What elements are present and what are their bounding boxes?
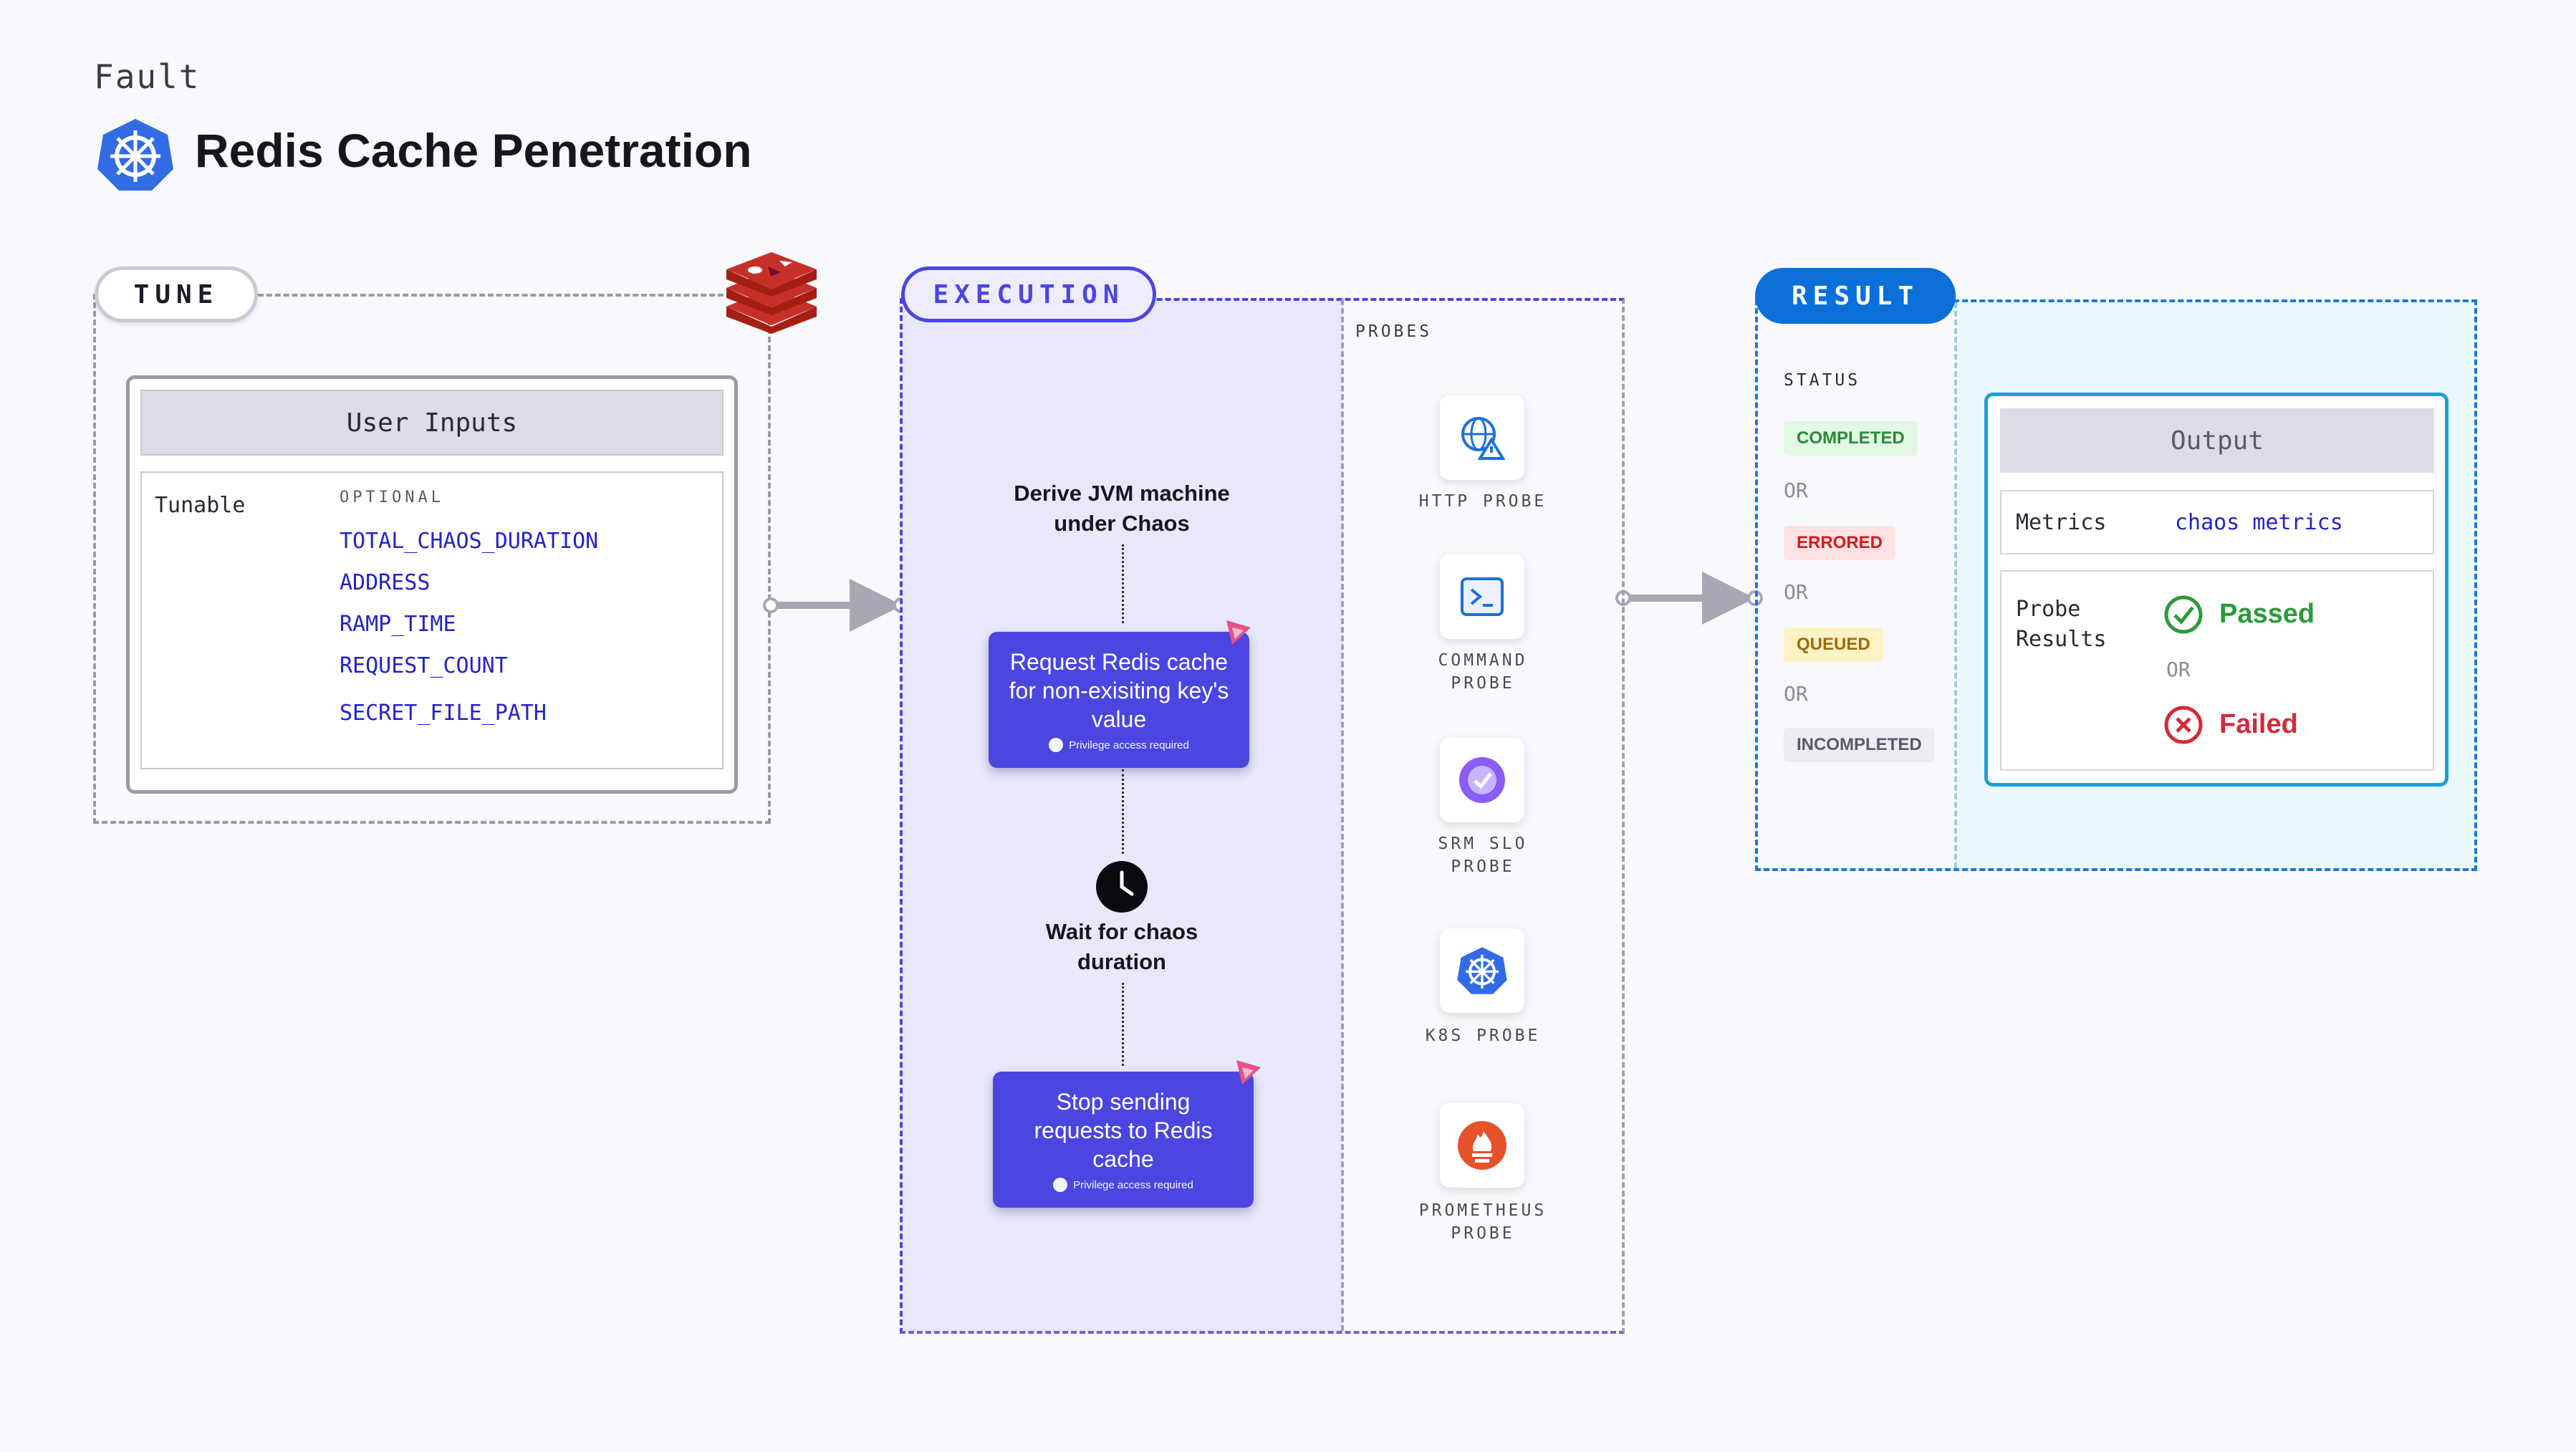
prometheus-probe-card [1440, 1103, 1524, 1188]
status-incompleted-badge: INCOMPLETED [1784, 728, 1935, 762]
step-request-redis: Request Redis cache for non-exisiting ke… [989, 632, 1249, 768]
command-probe-card [1440, 554, 1524, 639]
http-probe-card [1440, 395, 1524, 480]
flow-line-2 [1122, 769, 1124, 854]
metrics-value: chaos metrics [2175, 510, 2343, 535]
param-request-count: REQUEST_COUNT [340, 653, 508, 678]
srm-slo-icon [1459, 757, 1505, 803]
status-errored-badge: ERRORED [1784, 526, 1896, 560]
flow-line-3 [1122, 983, 1124, 1066]
step-derive-jvm: Derive JVM machine under Chaos [1014, 481, 1230, 536]
http-probe-label: HTTP PROBE [1418, 492, 1547, 511]
privilege-note: Privilege access required [1073, 1178, 1193, 1191]
execution-section [900, 298, 1625, 1334]
x-circle-icon [2164, 706, 2203, 744]
kubernetes-icon [1457, 947, 1507, 994]
lock-icon [1053, 1178, 1068, 1192]
tune-top-dash [258, 294, 724, 297]
harness-badge-icon [1236, 1060, 1261, 1085]
user-inputs-title: User Inputs [140, 390, 724, 456]
param-total-chaos-duration: TOTAL_CHAOS_DURATION [340, 529, 599, 554]
metrics-row [2000, 490, 2434, 554]
execution-divider [1341, 299, 1344, 1331]
redis-icon [726, 252, 817, 334]
srm-slo-probe-card [1440, 738, 1524, 822]
tune-section [93, 294, 771, 824]
param-address: ADDRESS [340, 570, 431, 595]
step-stop-requests-text: Stop sending requests to Redis cache [1034, 1089, 1213, 1172]
status-queued-badge: QUEUED [1784, 628, 1883, 662]
execution-to-result-arrow [1615, 572, 1763, 625]
command-probe-label: COMMAND PROBE [1438, 651, 1528, 693]
tune-to-execution-arrow [763, 579, 909, 632]
lock-icon [1049, 738, 1064, 752]
clock-icon [1096, 861, 1148, 913]
k8s-probe-card [1440, 928, 1524, 1013]
prometheus-probe-label: PROMETHEUS PROBE [1418, 1201, 1547, 1243]
k8s-probe-label: K8S PROBE [1425, 1027, 1541, 1045]
prometheus-icon [1458, 1121, 1506, 1170]
execution-pill: EXECUTION [901, 266, 1156, 322]
globe-warning-icon [1461, 417, 1506, 460]
status-label: STATUS [1784, 371, 1861, 390]
tunable-box [140, 471, 724, 769]
srm-slo-probe-label: SRM SLO PROBE [1438, 835, 1528, 876]
result-pill: RESULT [1755, 268, 1956, 324]
result-section [1755, 299, 2477, 871]
step-wait-chaos: Wait for chaos duration [1045, 919, 1198, 974]
harness-badge-icon [1226, 620, 1251, 645]
kubernetes-icon [97, 119, 173, 191]
probes-label: PROBES [1355, 322, 1433, 341]
or-text: OR [1784, 682, 1808, 706]
optional-label: OPTIONAL [340, 489, 444, 506]
status-completed-badge: COMPLETED [1784, 421, 1918, 456]
failed-text: Failed [2219, 709, 2298, 739]
or-text: OR [1784, 479, 1808, 502]
probe-results-label: Probe Results [2016, 597, 2107, 652]
or-text: OR [2166, 658, 2191, 681]
privilege-note: Privilege access required [1069, 739, 1189, 751]
check-circle-icon [2164, 595, 2203, 634]
or-text: OR [1784, 580, 1808, 604]
tune-pill: TUNE [95, 266, 258, 322]
tunable-label: Tunable [155, 493, 246, 518]
passed-text: Passed [2219, 599, 2315, 629]
step-request-redis-text: Request Redis cache for non-exisiting ke… [1009, 649, 1229, 732]
step-stop-requests: Stop sending requests to Redis cache Pri… [993, 1072, 1254, 1208]
output-title: Output [2000, 408, 2434, 473]
page-kicker: Fault [94, 57, 201, 96]
param-secret-file-path: SECRET_FILE_PATH [340, 701, 547, 726]
terminal-icon [1461, 577, 1504, 616]
result-divider [1954, 302, 1957, 868]
metrics-label: Metrics [2016, 510, 2107, 535]
probe-results-row [2000, 570, 2434, 771]
flow-line-1 [1122, 544, 1124, 623]
page-title: Redis Cache Penetration [195, 124, 752, 177]
param-ramp-time: RAMP_TIME [340, 612, 456, 637]
